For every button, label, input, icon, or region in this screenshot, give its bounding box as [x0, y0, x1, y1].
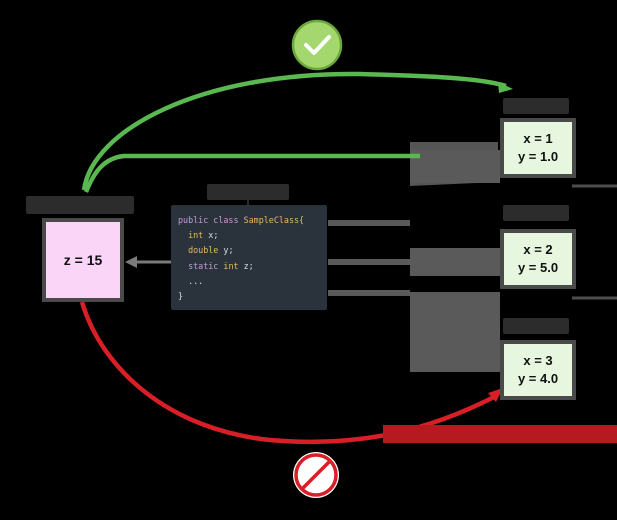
right-side-guides [572, 184, 617, 300]
connector-to-object-2-link [328, 259, 410, 265]
object-2-field-y: y = 5.0 [517, 260, 559, 275]
code-line-4-ident: z; [238, 260, 254, 271]
class-to-static-arrow [125, 256, 171, 268]
object-box-1: x = 1 y = 1.0 [500, 118, 576, 178]
allowed-access-arrows [81, 71, 513, 193]
forbidden-guide-line [383, 425, 617, 443]
code-box-label-bar [207, 184, 289, 200]
forbidden-arrowhead [488, 388, 503, 402]
check-circle-icon [291, 19, 343, 71]
code-line-6: } [178, 291, 184, 302]
connector-to-object-1-link [328, 220, 410, 226]
object-1-field-y: y = 1.0 [517, 149, 559, 164]
connector-to-object-1-band [410, 150, 500, 183]
static-box-label-bar [26, 196, 134, 214]
forbidden-access-arrow [79, 301, 617, 445]
object-1-field-x: x = 1 [523, 131, 553, 146]
object-box-2: x = 2 y = 5.0 [500, 229, 576, 289]
static-variable-value: z = 15 [63, 252, 103, 268]
code-line-3-ident: y; [218, 245, 234, 256]
object-2-field-x: x = 2 [523, 242, 553, 257]
class-to-object-connectors [328, 142, 500, 372]
connector-to-object-3-band [410, 292, 500, 372]
allowed-arrow-outer [81, 71, 507, 191]
object-3-field-y: y = 4.0 [517, 371, 559, 386]
code-line-2-type: int [188, 230, 204, 241]
code-line-4-keyword: static [188, 260, 219, 271]
code-line-4-type: int [218, 260, 239, 271]
allowed-arrow-inner [83, 153, 420, 193]
object-box-3: x = 3 y = 4.0 [500, 340, 576, 400]
object-2-label-bar [503, 205, 569, 221]
code-line-1-class: SampleClass{ [243, 215, 305, 225]
object-3-label-bar [503, 318, 569, 334]
object-1-label-bar [503, 98, 569, 114]
connector-to-object-3-link [328, 290, 410, 296]
code-line-2-ident: x; [203, 230, 219, 241]
code-line-3-type: double [188, 245, 219, 256]
forbidden-arrow-curve [79, 301, 498, 445]
code-line-5: ... [188, 275, 204, 286]
connector-to-object-2-band [410, 248, 500, 276]
allowed-arrowhead-outer [498, 82, 513, 93]
class-code-box: public class SampleClass{ int x; double … [171, 205, 327, 310]
code-line-1-keyword: public class [178, 215, 244, 225]
static-variable-box: z = 15 [42, 218, 124, 302]
object-3-field-x: x = 3 [523, 353, 553, 368]
prohibited-icon [293, 452, 339, 498]
